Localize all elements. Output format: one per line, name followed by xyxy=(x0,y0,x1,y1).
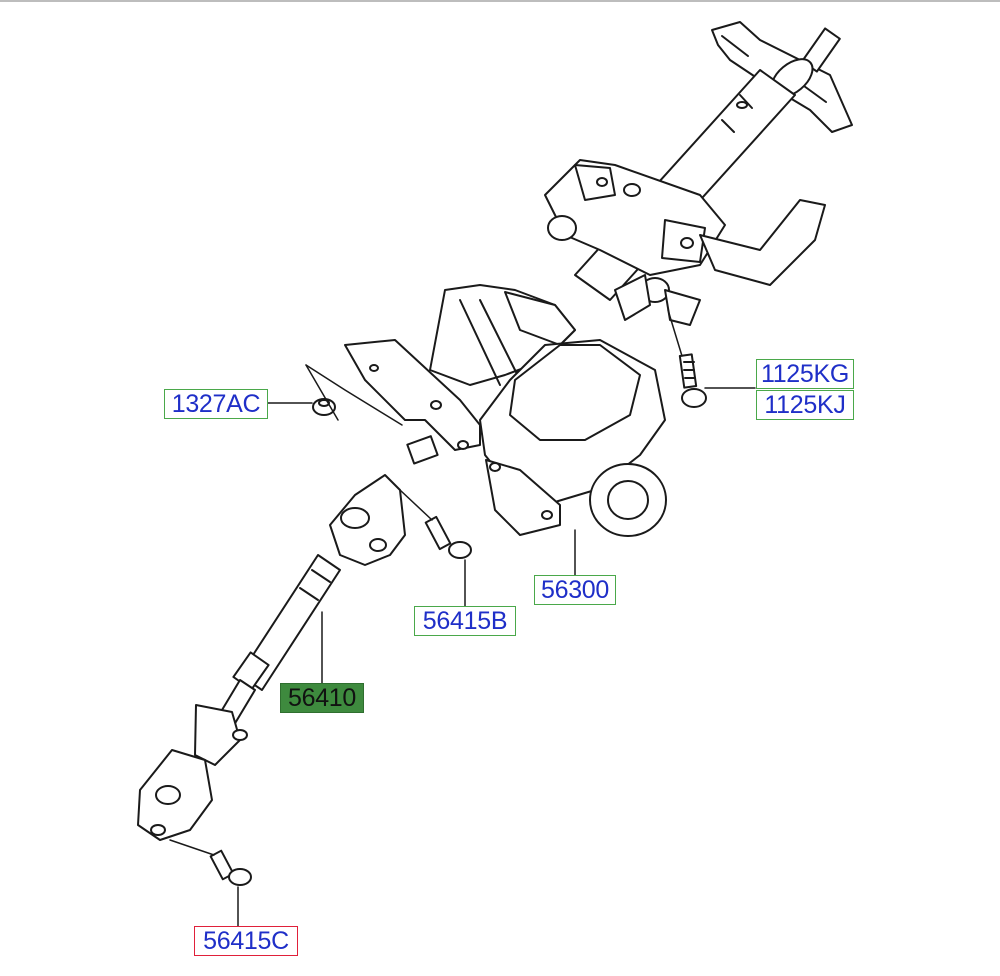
motor-housing xyxy=(344,284,667,537)
callout-1327AC[interactable]: 1327AC xyxy=(164,389,268,419)
bolt-56415B xyxy=(399,489,472,559)
tilt-bracket xyxy=(544,159,826,326)
callout-56415B[interactable]: 56415B xyxy=(414,606,516,636)
top-rule xyxy=(0,0,1000,2)
callout-1125KG[interactable]: 1125KG xyxy=(756,359,854,389)
leader-lines xyxy=(237,387,756,929)
callout-56415C[interactable]: 56415C xyxy=(194,926,298,956)
callout-56300[interactable]: 56300 xyxy=(534,575,616,605)
callout-1125KJ[interactable]: 1125KJ xyxy=(756,390,854,420)
nut-1327AC xyxy=(305,364,403,426)
bolt-56415C xyxy=(169,839,252,886)
mounting-bolt-1125 xyxy=(667,309,707,408)
callout-56410[interactable]: 56410 xyxy=(280,683,364,713)
intermediate-shaft-56410 xyxy=(137,474,406,841)
